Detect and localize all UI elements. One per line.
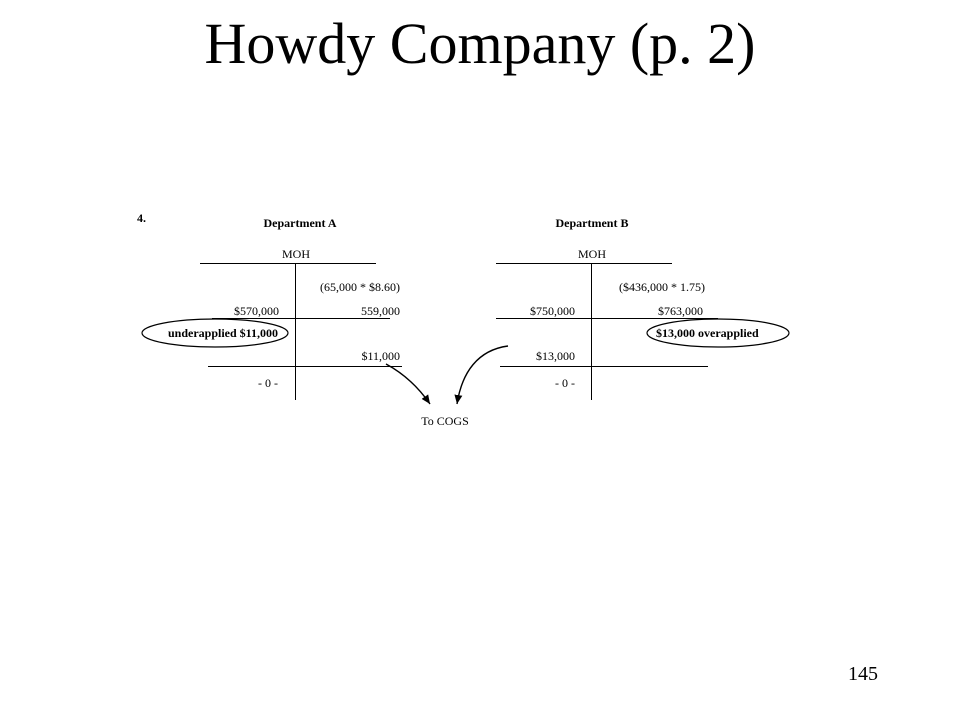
department-b-account-name: MOH xyxy=(577,247,606,261)
department-a-closing-entry: $11,000 xyxy=(361,349,400,363)
department-b-heading: Department B xyxy=(555,216,629,230)
item-number: 4. xyxy=(137,211,146,225)
department-a-account-name: MOH xyxy=(281,247,310,261)
department-a-calc-note: (65,000 * $8.60) xyxy=(320,280,400,294)
department-b-ending-balance: - 0 - xyxy=(555,376,575,390)
overapplied-highlight-ellipse xyxy=(646,318,790,348)
department-a-credit-applied: 559,000 xyxy=(361,304,400,318)
department-b-closing-entry: $13,000 xyxy=(536,349,575,363)
department-b-closing-rule xyxy=(500,366,708,367)
department-a-to-cogs-arrow xyxy=(385,363,431,405)
department-a-heading: Department A xyxy=(263,216,337,230)
department-b-calc-note: ($436,000 * 1.75) xyxy=(619,280,705,294)
department-a-top-rule xyxy=(200,263,376,264)
department-a-subtotal-rule xyxy=(212,318,390,319)
department-b-to-cogs-arrow xyxy=(454,345,509,405)
underapplied-highlight-ellipse xyxy=(141,318,289,348)
department-b-overapplied-balance: $13,000 overapplied xyxy=(656,326,759,340)
department-a-underapplied-balance: underapplied $11,000 xyxy=(167,326,278,340)
department-a-closing-rule xyxy=(208,366,402,367)
slide-title: Howdy Company (p. 2) xyxy=(204,11,756,76)
department-a-center-rule xyxy=(295,263,296,400)
department-a-debit-actual: $570,000 xyxy=(234,304,279,318)
department-a-ending-balance: - 0 - xyxy=(258,376,278,390)
to-cogs-label: To COGS xyxy=(421,414,469,428)
page-number: 145 xyxy=(848,663,878,685)
department-b-debit-actual: $750,000 xyxy=(530,304,575,318)
department-b-center-rule xyxy=(591,263,592,400)
department-b-top-rule xyxy=(496,263,672,264)
department-b-credit-applied: $763,000 xyxy=(658,304,703,318)
department-b-subtotal-rule xyxy=(496,318,718,319)
